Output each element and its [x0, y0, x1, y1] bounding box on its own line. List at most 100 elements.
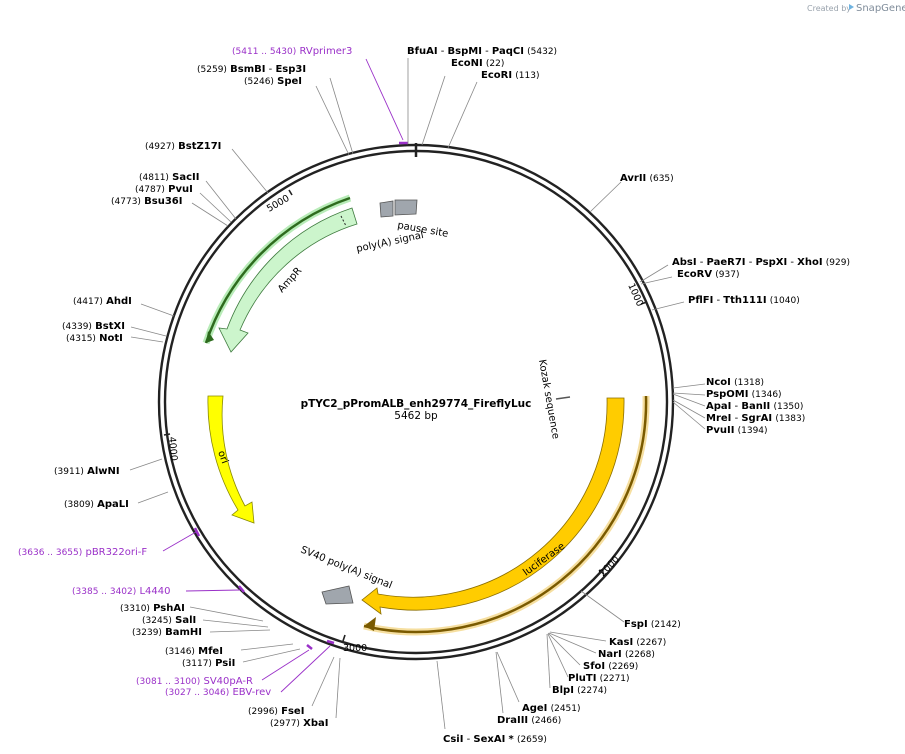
primer-pbr322ori-f[interactable]: pBR322ori-F	[85, 547, 147, 558]
enzyme-paqci[interactable]: PaqCI	[492, 46, 524, 57]
enzyme-absi[interactable]: AbsI	[672, 257, 697, 268]
primer-ebv-rev-position: (3027 .. 3046)	[165, 688, 229, 698]
primer-group-pbr322ori-f: (3636 .. 3655) pBR322ori-F	[18, 547, 147, 558]
enzyme-avrii[interactable]: AvrII	[620, 173, 646, 184]
enzyme-mrei[interactable]: MreI	[706, 413, 731, 424]
enzyme-group-pvui: (4787) PvuI	[135, 184, 193, 195]
enzyme-spei[interactable]: SpeI	[277, 76, 302, 87]
enzyme-agei[interactable]: AgeI	[522, 703, 547, 714]
enzyme-noti[interactable]: NotI	[99, 333, 123, 344]
enzyme-nari[interactable]: NarI	[598, 649, 622, 660]
enzyme-group-csii: CsiI - SexAI * (2659)	[443, 734, 547, 745]
enzyme-pspomi[interactable]: PspOMI	[706, 389, 748, 400]
primer-group-l4440: (3385 .. 3402) L4440	[72, 586, 171, 597]
ampr-orf-arrowhead	[206, 331, 214, 343]
enzyme-blpi[interactable]: BlpI	[552, 685, 574, 696]
enzyme-csii[interactable]: CsiI	[443, 734, 463, 745]
luciferase-orf-line	[363, 395, 648, 634]
enzyme-fsei[interactable]: FseI	[281, 706, 304, 717]
enzyme-psii-position: (3117)	[182, 659, 212, 669]
primer-rvprimer3[interactable]: RVprimer3	[299, 46, 352, 57]
enzyme-pspxi[interactable]: PspXI	[756, 257, 788, 268]
enzyme-bamhi-position: (3239)	[132, 628, 162, 638]
enzyme-ahdi[interactable]: AhdI	[106, 296, 132, 307]
enzyme-group-alwni: (3911) AlwNI	[54, 466, 120, 477]
enzyme-pshai[interactable]: PshAI	[153, 603, 185, 614]
enzyme-group-nari: NarI (2268)	[598, 649, 655, 660]
polya-signal-feature[interactable]	[379, 200, 394, 218]
enzyme-bstz17i-position: (4927)	[145, 142, 175, 152]
enzyme-bsu36i[interactable]: Bsu36I	[144, 196, 182, 207]
enzyme-ecorv-position: (937)	[715, 270, 739, 280]
enzyme-avrii-position: (635)	[649, 174, 673, 184]
tick-label-2000: 2000	[597, 554, 622, 579]
enzyme-alwni[interactable]: AlwNI	[87, 466, 120, 477]
enzyme-bsu36i-position: (4773)	[111, 197, 141, 207]
enzyme-bstz17i[interactable]: BstZ17I	[178, 141, 221, 152]
enzyme-group-bstxi: (4339) BstXI	[62, 321, 125, 332]
enzyme-group-ahdi: (4417) AhdI	[73, 296, 132, 307]
enzyme-sexai[interactable]: SexAI	[473, 734, 505, 745]
enzyme-pvuii[interactable]: PvuII	[706, 425, 734, 436]
enzyme-sacii[interactable]: SacII	[172, 172, 199, 183]
enzyme-mfei-position: (3146)	[165, 647, 195, 657]
tick-4000	[163, 433, 171, 436]
enzyme-xbai-position: (2977)	[270, 719, 300, 729]
enzyme-esp3i[interactable]: Esp3I	[275, 64, 306, 75]
primer-sv40pa-r[interactable]: SV40pA-R	[203, 676, 252, 687]
enzyme-xhoi[interactable]: XhoI	[797, 257, 822, 268]
ampr-feature[interactable]	[218, 207, 358, 353]
enzyme-sgrai[interactable]: SgrAI	[741, 413, 772, 424]
enzyme-paer7i[interactable]: PaeR7I	[707, 257, 746, 268]
l4440-mark	[238, 585, 245, 593]
luciferase-feature[interactable]	[361, 397, 625, 615]
enzyme-psii[interactable]: PsiI	[215, 658, 235, 669]
enzyme-ncoi-position: (1318)	[734, 378, 764, 388]
enzyme-econi[interactable]: EcoNI	[451, 58, 483, 69]
pbr322ori-f-mark	[193, 527, 201, 537]
enzyme-pluti[interactable]: PluTI	[568, 673, 596, 684]
enzyme-group-avrii: AvrII (635)	[620, 173, 674, 184]
enzyme-banii[interactable]: BanII	[741, 401, 770, 412]
enzyme-spei-position: (5246)	[244, 77, 274, 87]
enzyme-sali[interactable]: SalI	[175, 615, 196, 626]
snapgene-brand: SnapGene	[856, 3, 905, 14]
enzyme-ecori[interactable]: EcoRI	[481, 70, 512, 81]
enzyme-apali-position: (3809)	[64, 500, 94, 510]
enzyme-pvui[interactable]: PvuI	[168, 184, 193, 195]
pause-site-feature[interactable]	[394, 199, 418, 216]
enzyme-fspi[interactable]: FspI	[624, 619, 648, 630]
enzyme-bsmbi[interactable]: BsmBI	[230, 64, 265, 75]
enzyme-bsmbi-position: (5259)	[197, 65, 227, 75]
enzyme-group-bsu36i: (4773) Bsu36I	[111, 196, 182, 207]
enzyme-tth111i[interactable]: Tth111I	[723, 295, 766, 306]
primer-ebv-rev[interactable]: EBV-rev	[232, 687, 271, 698]
tick-label-3000: 3000	[343, 643, 367, 654]
enzyme-agei-position: (2451)	[551, 704, 581, 714]
enzyme-bspmi[interactable]: BspMI	[448, 46, 482, 57]
enzyme-apali[interactable]: ApaLI	[97, 499, 129, 510]
enzyme-xbai[interactable]: XbaI	[303, 718, 328, 729]
enzyme-mfei[interactable]: MfeI	[198, 646, 223, 657]
plasmid-name: pTYC2_pPromALB_enh29774_FireflyLuc	[301, 398, 532, 410]
primer-l4440[interactable]: L4440	[139, 586, 170, 597]
kozak-feature[interactable]	[555, 396, 571, 400]
ori-feature[interactable]	[207, 395, 255, 524]
enzyme-pflfi[interactable]: PflFI	[688, 295, 713, 306]
enzyme-bfuai[interactable]: BfuAI	[407, 46, 438, 57]
enzyme-sfoi[interactable]: SfoI	[583, 661, 605, 672]
primer-group-ebv-rev: (3027 .. 3046) EBV-rev	[165, 687, 271, 698]
enzyme-kasi-position: (2267)	[636, 638, 666, 648]
enzyme-ncoi[interactable]: NcoI	[706, 377, 731, 388]
enzyme-draiii[interactable]: DraIII	[497, 715, 528, 726]
enzyme-kasi[interactable]: KasI	[609, 637, 633, 648]
sv40-polya-feature[interactable]	[321, 585, 354, 605]
ampr-orf-line	[204, 196, 351, 344]
sv40pa-r-mark	[306, 644, 313, 650]
enzyme-apai[interactable]: ApaI	[706, 401, 731, 412]
enzyme-group-sali: (3245) SalI	[142, 615, 196, 626]
enzyme-bstxi[interactable]: BstXI	[95, 321, 125, 332]
enzyme-ecorv[interactable]: EcoRV	[677, 269, 712, 280]
enzyme-bamhi[interactable]: BamHI	[165, 627, 202, 638]
enzyme-fspi-position: (2142)	[651, 620, 681, 630]
